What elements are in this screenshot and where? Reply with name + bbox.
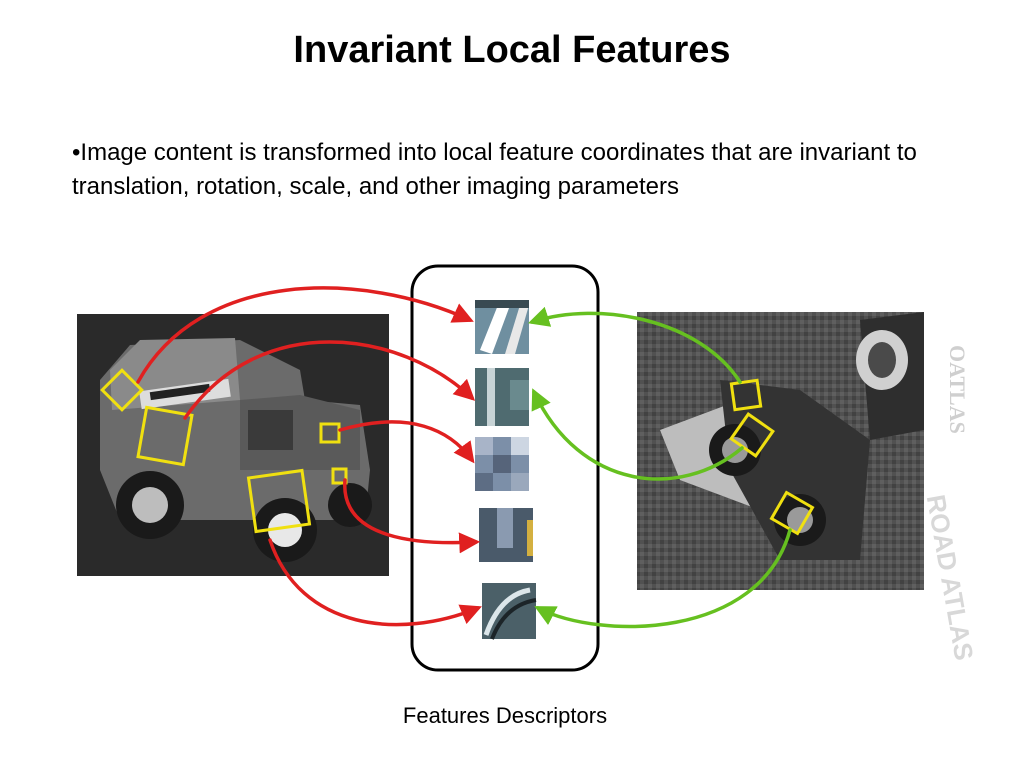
descriptor-patch-5 (482, 583, 537, 640)
green-arrow-1 (528, 306, 742, 384)
left-box-5 (246, 468, 312, 534)
right-feature-boxes (729, 378, 815, 536)
right-arrows (528, 306, 792, 629)
descriptor-patch-2 (475, 368, 529, 426)
left-box-1 (100, 368, 144, 412)
red-arrow-4 (343, 478, 481, 554)
left-feature-boxes (100, 368, 348, 534)
left-box-2 (136, 405, 194, 467)
slide-title: Invariant Local Features (293, 29, 731, 71)
descriptor-patch-4 (479, 508, 533, 562)
road-atlas-text: ROAD ATLAS (921, 492, 980, 662)
green-arrow-2 (531, 388, 744, 481)
red-arrow-5 (268, 538, 482, 627)
red-arrow-2 (183, 340, 476, 420)
figure-caption: Features Descriptors (402, 703, 608, 728)
red-arrow-1 (136, 286, 474, 384)
descriptor-patch-1 (475, 300, 529, 354)
red-arrow-3 (338, 420, 475, 464)
oatlas-text: OATLAS (945, 345, 970, 434)
left-arrows (136, 286, 482, 627)
left-box-4 (331, 467, 348, 485)
right-photo: ROAD ATLAS OATLAS (637, 312, 979, 663)
left-box-3 (319, 422, 341, 444)
right-box-3 (769, 490, 815, 536)
bullet-point: •Image content is transformed into local… (72, 139, 917, 200)
descriptor-patch-3 (475, 437, 529, 491)
right-box-1 (729, 378, 763, 412)
left-photo (77, 314, 389, 576)
green-arrow-3 (534, 528, 792, 629)
